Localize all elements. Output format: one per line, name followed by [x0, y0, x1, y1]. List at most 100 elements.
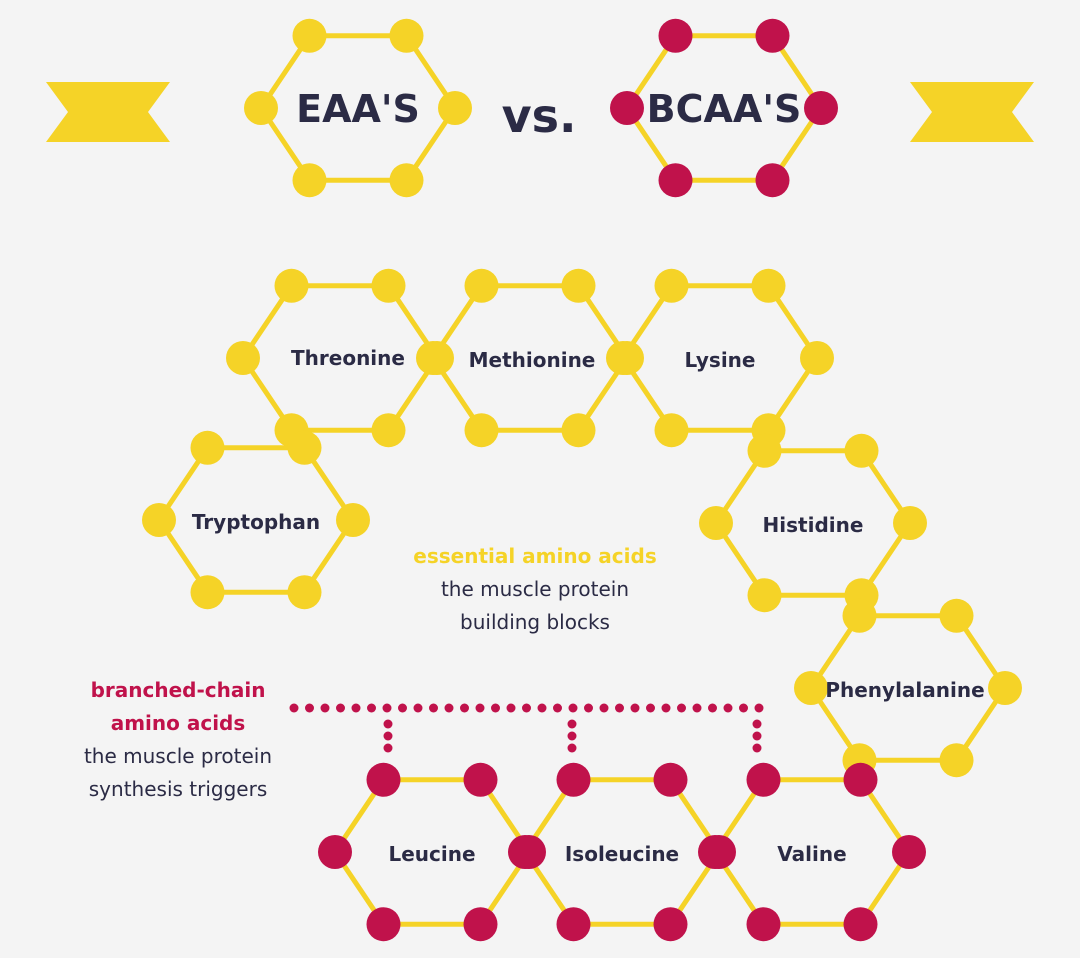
hex-lysine-atom	[654, 413, 689, 448]
bracket-dot	[677, 703, 686, 713]
bracket-dot	[599, 703, 609, 713]
acid-phenylalanine: Phenylalanine	[825, 678, 984, 702]
hex-histidine-atom	[747, 433, 782, 468]
hex-valine-atom	[843, 907, 878, 942]
branched-heading-2: amino acids	[110, 711, 246, 735]
hex-threonine-atom	[226, 341, 260, 375]
hex-bcaa-atom	[804, 91, 838, 125]
acid-methionine: Methionine	[469, 348, 596, 372]
bracket-dot	[429, 703, 438, 713]
hex-tryptophan-atom	[190, 575, 225, 610]
bracket-dot	[351, 703, 361, 713]
bracket-dot	[383, 719, 393, 729]
bracket-dot	[367, 703, 376, 713]
hex-leucine-atom	[463, 762, 498, 797]
bracket-dot	[553, 703, 562, 713]
essential-heading: essential amino acids	[413, 544, 657, 568]
hex-leucine-atom	[366, 907, 401, 942]
hex-histidine-atom	[844, 433, 879, 468]
hex-histidine-atom	[747, 578, 782, 613]
hex-methionine-atom	[561, 413, 596, 448]
hex-bcaa-atom	[610, 91, 644, 125]
bracket-dot	[305, 703, 314, 713]
hex-phenylalanine-atom	[939, 743, 974, 778]
bracket-dot	[723, 703, 733, 713]
right-ribbon	[910, 82, 1034, 142]
bracket-dot	[646, 703, 655, 713]
bracket-dot	[567, 743, 577, 753]
essential-line2: building blocks	[460, 610, 610, 634]
branched-caption: branched-chain amino acids the muscle pr…	[60, 674, 296, 806]
hex-histidine-atom	[699, 506, 733, 540]
bracket-dot	[382, 703, 392, 713]
hex-eaa-atom	[292, 18, 327, 53]
hex-tryptophan-atom	[190, 430, 225, 465]
acid-isoleucine: Isoleucine	[565, 842, 679, 866]
bracket-dot	[398, 703, 407, 713]
bracket-dot	[336, 703, 345, 713]
hex-valine-atom	[746, 907, 781, 942]
bracket-dot	[752, 731, 762, 741]
hex-lysine-atom	[606, 341, 640, 375]
bracket-dot	[692, 703, 702, 713]
hex-eaa-atom	[292, 163, 327, 198]
essential-caption: essential amino acids the muscle protein…	[380, 540, 690, 639]
bcaa-title: BCAA'S	[647, 87, 802, 131]
bracket-dot	[754, 703, 764, 713]
hex-tryptophan-atom	[142, 503, 176, 537]
bracket-dot	[630, 703, 640, 713]
hex-leucine-atom	[318, 835, 352, 869]
hex-phenylalanine-atom	[794, 671, 828, 705]
hex-phenylalanine-atom	[939, 598, 974, 633]
hex-methionine-atom	[464, 413, 499, 448]
acid-valine: Valine	[777, 842, 846, 866]
branched-heading-1: branched-chain	[90, 678, 266, 702]
hex-eaa-atom	[389, 18, 424, 53]
bracket-dot	[708, 703, 717, 713]
bracket-dot	[506, 703, 516, 713]
hex-tryptophan-atom	[336, 503, 370, 537]
hex-valine-atom	[698, 835, 732, 869]
bracket-dot	[460, 703, 469, 713]
hex-valine-atom	[892, 835, 926, 869]
vs-label: vs.	[502, 89, 577, 143]
bracket-dot	[584, 703, 593, 713]
bracket-dot	[320, 703, 330, 713]
bracket-dot	[752, 719, 762, 729]
bracket-dot	[567, 719, 577, 729]
hex-leucine-atom	[366, 762, 401, 797]
hex-tryptophan-atom	[287, 430, 322, 465]
hex-eaa-atom	[389, 163, 424, 198]
acid-leucine: Leucine	[388, 842, 475, 866]
branched-line2: synthesis triggers	[88, 777, 268, 801]
acid-histidine: Histidine	[763, 513, 864, 537]
eaa-title: EAA'S	[296, 87, 420, 131]
hex-bcaa-atom	[755, 18, 790, 53]
bracket-dot	[661, 703, 671, 713]
bracket-dot	[752, 743, 762, 753]
bracket-dot	[568, 703, 578, 713]
bracket-dot	[537, 703, 547, 713]
hex-lysine-atom	[654, 268, 689, 303]
bracket-dot	[413, 703, 423, 713]
hex-isoleucine-atom	[653, 907, 688, 942]
hex-isoleucine-atom	[556, 907, 591, 942]
hex-lysine-atom	[800, 341, 834, 375]
acid-threonine: Threonine	[291, 346, 405, 370]
hex-phenylalanine-atom	[988, 671, 1022, 705]
hex-phenylalanine-atom	[842, 598, 877, 633]
hex-valine-atom	[746, 762, 781, 797]
bracket-dot	[522, 703, 531, 713]
hex-tryptophan-atom	[287, 575, 322, 610]
bracket-dot	[615, 703, 624, 713]
bracket-dot	[739, 703, 748, 713]
hex-methionine-atom	[416, 341, 450, 375]
hex-bcaa-atom	[658, 163, 693, 198]
bracket-dot	[491, 703, 500, 713]
hex-methionine-atom	[561, 268, 596, 303]
hex-bcaa-atom	[755, 163, 790, 198]
acid-lysine: Lysine	[685, 348, 756, 372]
bracket-dot	[475, 703, 485, 713]
